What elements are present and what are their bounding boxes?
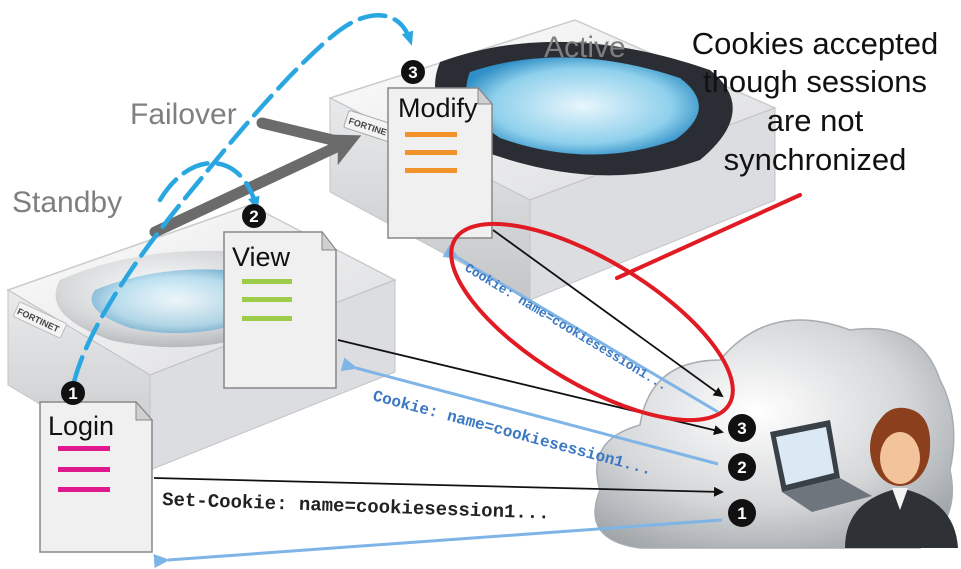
failover-label: Failover (130, 98, 237, 131)
brand-plate-standby (13, 301, 67, 339)
svg-text:2: 2 (249, 207, 258, 226)
svg-text:2: 2 (737, 458, 746, 477)
active-label: Active (544, 31, 626, 64)
response-arrows (153, 244, 723, 568)
doc-login-title: Login (48, 411, 114, 441)
svg-text:are not: are not (767, 103, 864, 138)
svg-text:3: 3 (737, 419, 746, 438)
user-avatar (845, 407, 958, 548)
doc-login: Login (39, 400, 154, 553)
badge-doc-login: 1 (61, 381, 85, 405)
svg-text:1: 1 (68, 384, 77, 403)
highlight-callout (449, 193, 802, 423)
svg-text:Cookies accepted: Cookies accepted (692, 26, 938, 61)
doc-view-title: View (232, 242, 291, 272)
dashed-session-flow (71, 13, 414, 385)
standby-label: Standby (12, 186, 122, 219)
doc-modify-title: Modify (398, 93, 478, 123)
svg-text:synchronized: synchronized (724, 142, 907, 177)
doc-modify: Modify (387, 86, 494, 239)
client-step-1: 1 (728, 499, 756, 527)
laptop-icon (770, 420, 872, 512)
svg-text:3: 3 (408, 63, 417, 82)
client-step-2: 2 (728, 453, 756, 481)
badge-doc-modify: 3 (401, 60, 425, 84)
client-step-3: 3 (728, 414, 756, 442)
badge-doc-view: 2 (242, 204, 266, 228)
set-cookie-label: Set-Cookie: name=cookiesession1... (162, 489, 550, 525)
annotation-text: Cookies accepted though sessions are not… (692, 26, 938, 177)
doc-view: View (223, 230, 338, 389)
svg-text:though sessions: though sessions (703, 64, 927, 99)
svg-text:1: 1 (737, 504, 746, 523)
